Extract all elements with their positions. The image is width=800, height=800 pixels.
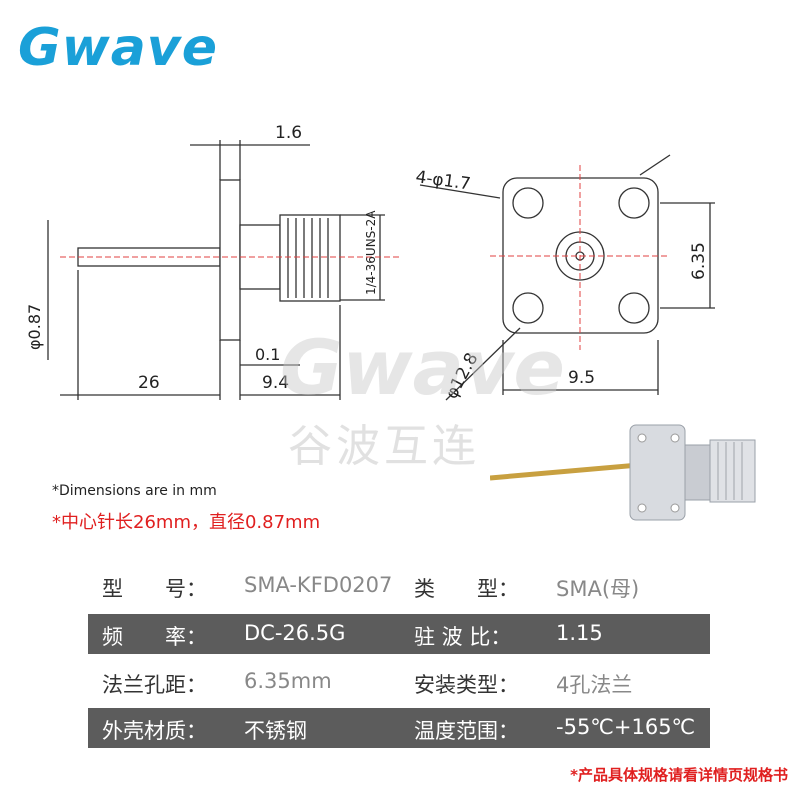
spec-value: 不锈钢 [244, 719, 307, 743]
spec-value: -55℃+165℃ [556, 715, 696, 739]
dim-flange-width: 9.5 [568, 368, 595, 388]
mount-hole [512, 187, 544, 219]
gwave-logo: Gwave [18, 18, 218, 78]
spec-label: 法兰孔距： [102, 673, 207, 697]
spec-value: DC-26.5G [244, 621, 346, 645]
spec-row: 频 率： DC-26.5G 驻 波 比： 1.15 [88, 614, 710, 654]
dim-pin-diameter: φ0.87 [25, 304, 44, 350]
dim-hole-spacing: 6.35 [689, 242, 709, 280]
threaded-body [279, 214, 341, 302]
dim-pin-length: 26 [138, 373, 160, 393]
pin-note: *中心针长26mm，直径0.87mm [52, 512, 321, 533]
product-photo [490, 424, 756, 521]
spec-label: 类 型： [414, 577, 519, 601]
spec-label: 频 率： [102, 625, 207, 649]
spec-label: 外壳材质： [102, 719, 207, 743]
mount-hole [618, 187, 650, 219]
spec-row: 外壳材质： 不锈钢 温度范围： -55℃+165℃ [88, 708, 710, 748]
mount-hole [512, 292, 544, 324]
technical-drawing: 1.6 1/4-36UNS-2A φ0.87 0.1 26 9.4 4-φ1.7… [25, 123, 715, 402]
watermark-logo: Gwave [280, 323, 565, 412]
dim-body-length: 9.4 [262, 373, 289, 393]
spec-value: 4孔法兰 [556, 673, 633, 697]
spec-label: 型 号： [102, 577, 207, 601]
side-flange [219, 179, 241, 341]
spec-label: 驻 波 比： [414, 625, 512, 649]
dim-holes: 4-φ1.7 [414, 167, 471, 194]
dim-gap: 0.1 [255, 345, 280, 364]
spec-value: 1.15 [556, 621, 603, 645]
spec-label: 安装类型： [414, 673, 519, 697]
spec-row: 法兰孔距： 6.35mm 安装类型： 4孔法兰 [88, 662, 710, 702]
spec-row: 型 号： SMA-KFD0207 类 型： SMA(母) [88, 566, 710, 606]
dimension-note: *Dimensions are in mm [52, 483, 217, 499]
thread-label: 1/4-36UNS-2A [364, 210, 378, 295]
dim-flange-thickness: 1.6 [275, 123, 302, 143]
watermark-chinese: 谷波互连 [288, 421, 480, 472]
spec-value: SMA(母) [556, 577, 640, 601]
spec-footnote: *产品具体规格请看详情页规格书 [570, 766, 788, 784]
spec-value: SMA-KFD0207 [244, 573, 393, 597]
spec-label: 温度范围： [414, 719, 519, 743]
mount-hole [618, 292, 650, 324]
spec-value: 6.35mm [244, 669, 332, 693]
